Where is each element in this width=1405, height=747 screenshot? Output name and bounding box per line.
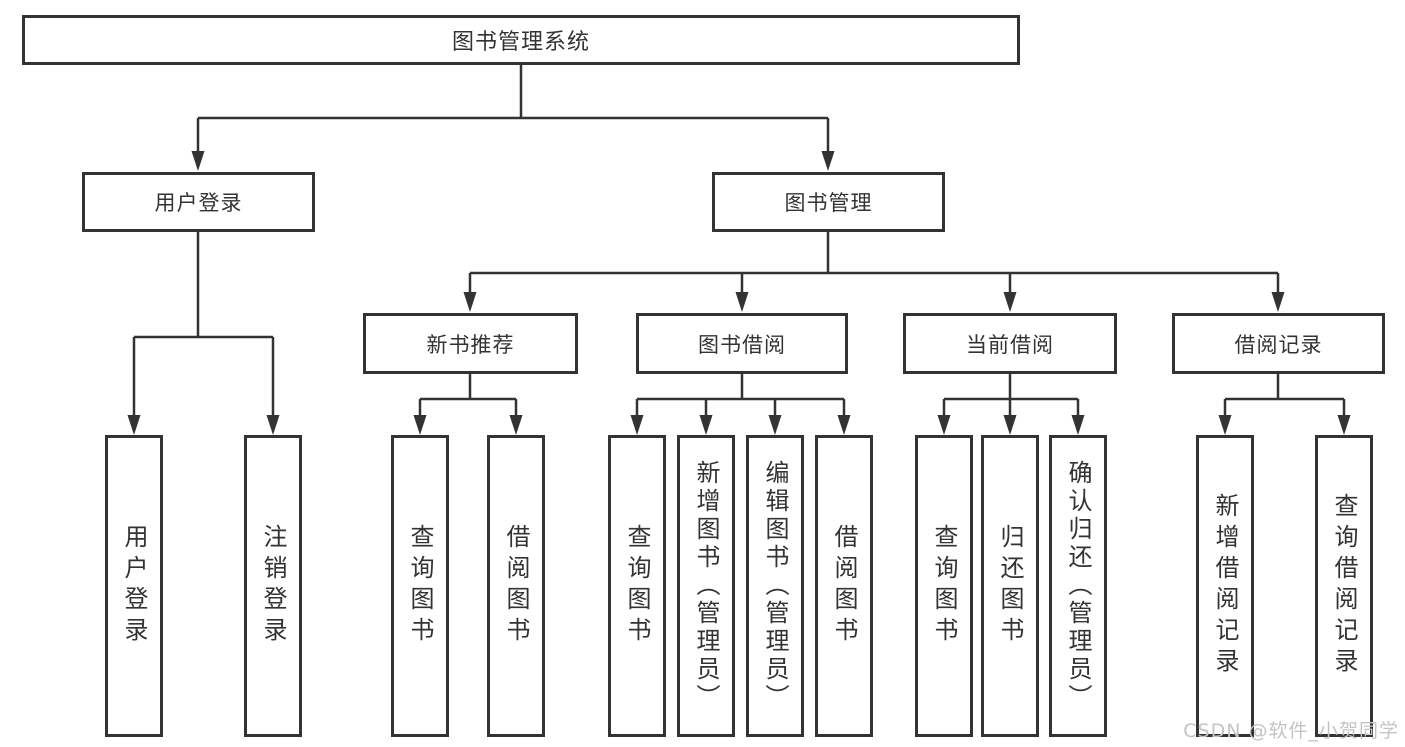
node-new-book-recommend-label: 新书推荐: [426, 332, 515, 357]
leaf-confirm-return-admin-label: 确认归还（管理员）: [1064, 460, 1092, 712]
leaf-return-book: 归还图书: [981, 435, 1039, 737]
leaf-query-book-borrow-label: 查询图书: [623, 524, 651, 648]
connector-lines: [132, 65, 1346, 418]
node-new-book-recommend: 新书推荐: [363, 313, 578, 374]
leaf-edit-book-admin: 编辑图书（管理员）: [746, 435, 804, 737]
leaf-confirm-return-admin: 确认归还（管理员）: [1049, 435, 1107, 737]
leaf-query-book-current: 查询图书: [915, 435, 973, 737]
leaf-query-borrow-record-label: 查询借阅记录: [1330, 493, 1358, 679]
node-current-borrow-label: 当前借阅: [966, 332, 1054, 357]
node-borrow-records-label: 借阅记录: [1234, 332, 1323, 357]
leaf-query-book-recommend: 查询图书: [391, 435, 449, 737]
node-user-login-label: 用户登录: [154, 191, 243, 215]
leaf-logout-label: 注销登录: [259, 524, 287, 648]
node-library-management-system: 图书管理系统: [22, 15, 1020, 65]
leaf-borrow-book-label: 借阅图书: [830, 524, 858, 648]
leaf-user-login: 用户登录: [105, 435, 163, 737]
arrowheads: [127, 151, 1351, 435]
leaf-borrow-book-recommend: 借阅图书: [487, 435, 545, 737]
leaf-query-book-recommend-label: 查询图书: [406, 524, 434, 648]
node-book-management-label: 图书管理: [784, 191, 873, 215]
leaf-user-login-label: 用户登录: [120, 524, 148, 648]
node-current-borrow: 当前借阅: [903, 313, 1117, 374]
csdn-watermark: CSDN @软件_小贺同学: [1183, 720, 1399, 742]
leaf-borrow-book: 借阅图书: [815, 435, 873, 737]
leaf-add-book-admin: 新增图书（管理员）: [677, 435, 735, 737]
node-user-login: 用户登录: [82, 172, 315, 232]
leaf-query-book-current-label: 查询图书: [930, 524, 958, 648]
leaf-add-borrow-record: 新增借阅记录: [1196, 435, 1254, 737]
node-borrow-records: 借阅记录: [1172, 313, 1385, 374]
node-book-borrow: 图书借阅: [636, 313, 848, 374]
leaf-query-book-borrow: 查询图书: [608, 435, 666, 737]
node-library-management-system-label: 图书管理系统: [451, 30, 590, 55]
node-book-management: 图书管理: [712, 172, 945, 232]
leaf-query-borrow-record: 查询借阅记录: [1315, 435, 1373, 737]
leaf-add-book-admin-label: 新增图书（管理员）: [692, 460, 720, 712]
node-book-borrow-label: 图书借阅: [698, 332, 786, 357]
leaf-return-book-label: 归还图书: [996, 524, 1024, 648]
leaf-logout: 注销登录: [244, 435, 302, 737]
leaf-edit-book-admin-label: 编辑图书（管理员）: [761, 460, 789, 712]
leaf-add-borrow-record-label: 新增借阅记录: [1211, 493, 1239, 679]
leaf-borrow-book-recommend-label: 借阅图书: [502, 524, 530, 648]
